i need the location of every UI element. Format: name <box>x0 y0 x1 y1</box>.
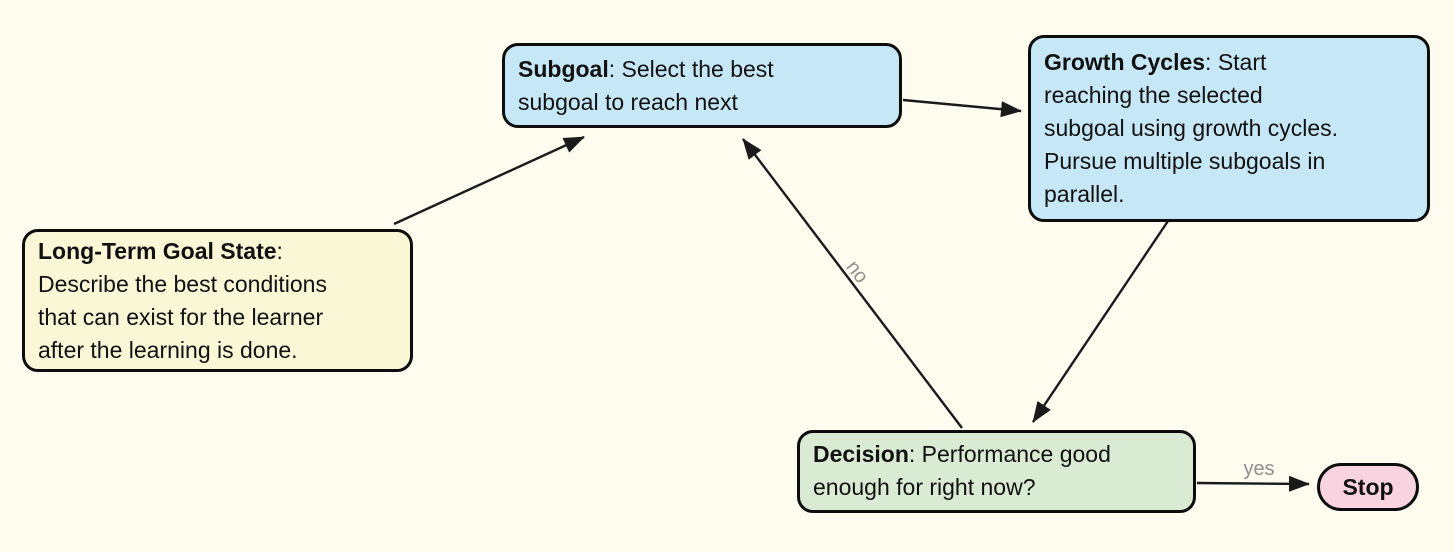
node-body: : Describe the best conditions that can … <box>38 238 327 363</box>
node-title: Decision <box>813 441 909 467</box>
node-stop: Stop <box>1317 463 1419 511</box>
node-title: Subgoal <box>518 56 609 82</box>
edge-growth-to-decision-arrow <box>1032 220 1169 423</box>
node-title: Long-Term Goal State <box>38 238 277 264</box>
node-growth-cycles: Growth Cycles: Start reaching the select… <box>1028 35 1430 222</box>
node-body: : Performance good enough for right now? <box>813 441 1111 500</box>
node-title: Stop <box>1342 473 1394 500</box>
node-subgoal: Subgoal: Select the best subgoal to reac… <box>502 43 902 128</box>
edge-decision-to-subgoal-arrow <box>742 138 963 429</box>
edge-decision-to-stop-arrow <box>1196 475 1310 492</box>
node-title: Growth Cycles <box>1044 49 1206 75</box>
edge-goal-to-subgoal-arrow <box>393 135 585 226</box>
node-decision: Decision: Performance good enough for ri… <box>797 430 1196 513</box>
node-body: : Select the best subgoal to reach next <box>518 56 774 115</box>
node-body: : Start reaching the selected subgoal us… <box>1044 49 1339 207</box>
edge-subgoal-to-growth-arrow <box>902 98 1022 118</box>
edge-label-yes: yes <box>1243 458 1275 480</box>
node-long-term-goal-state: Long-Term Goal State: Describe the best … <box>22 229 413 372</box>
